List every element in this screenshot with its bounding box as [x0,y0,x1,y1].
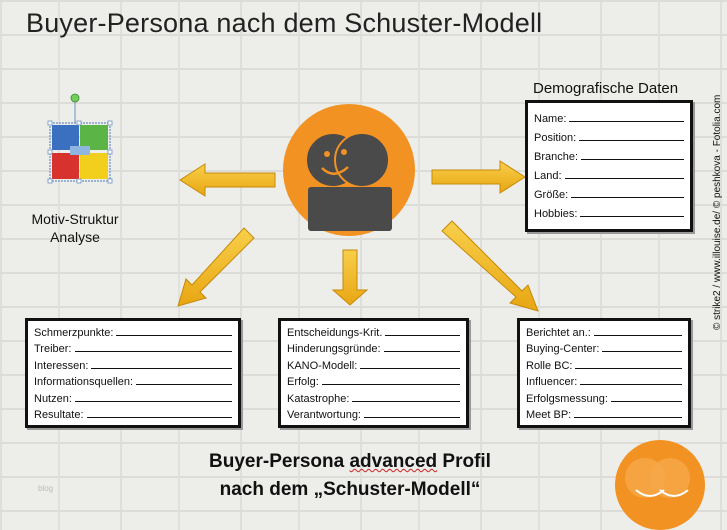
arrow-left-icon [179,163,276,197]
pain-points-field[interactable]: Interessen: [28,355,238,372]
motiv-structure-quadrant-icon [47,93,113,184]
decision-criteria-card: Entscheidungs-Krit. Hinderungsgründe: KA… [278,318,469,428]
demographics-field[interactable]: Größe: [528,182,690,201]
footer-caption: Buyer-Persona advanced Profil nach dem „… [209,451,491,500]
buying-center-field[interactable]: Meet BP: [520,405,688,421]
decision-field[interactable]: Hinderungsgründe: [281,339,466,355]
buying-center-field[interactable]: Erfolgsmessung: [520,388,688,405]
motiv-structure-label: Motiv-Struktur Analyse [31,211,119,245]
decision-field[interactable]: Entscheidungs-Krit. [281,322,466,339]
arrow-down-right-icon [441,220,539,312]
page-title: Buyer-Persona nach dem Schuster-Modell [26,8,543,38]
pain-points-field[interactable]: Schmerzpunkte: [28,322,238,339]
pain-points-card: Schmerzpunkte: Treiber: Interessen: Info… [25,318,241,428]
decision-field[interactable]: KANO-Modell: [281,355,466,372]
decision-field[interactable]: Erfolg: [281,372,466,388]
decision-field[interactable]: Katastrophe: [281,388,466,405]
buying-center-field[interactable]: Influencer: [520,372,688,388]
arrow-down-icon [331,249,369,306]
buying-center-field[interactable]: Berichtet an.: [520,322,688,339]
pain-points-field[interactable]: Resultate: [28,405,238,421]
demographics-field[interactable]: Land: [528,163,690,182]
demographics-field[interactable]: Name: [528,106,690,125]
brand-logo-icon [615,440,705,530]
pain-points-field[interactable]: Treiber: [28,339,238,355]
demographics-field[interactable]: Hobbies: [528,201,690,220]
buying-center-field[interactable]: Buying-Center: [520,339,688,355]
pain-points-field[interactable]: Informationsquellen: [28,372,238,388]
decision-field[interactable]: Verantwortung: [281,405,466,421]
buying-center-card: Berichtet an.: Buying-Center: Rolle BC: … [517,318,691,428]
pain-points-field[interactable]: Nutzen: [28,388,238,405]
image-credit: © strike2 / www.illouise.de/ © peshkova … [712,94,723,330]
demographics-field[interactable]: Branche: [528,144,690,163]
arrow-right-icon [431,160,526,194]
arrow-down-left-icon [177,227,255,307]
watermark-text: blog [38,484,54,493]
demographics-field[interactable]: Position: [528,125,690,144]
persona-avatar-icon [283,104,415,236]
demographics-card: Name: Position: Branche: Land: Größe: Ho… [525,100,693,232]
demographics-title: Demografische Daten [533,80,679,97]
buying-center-field[interactable]: Rolle BC: [520,355,688,372]
